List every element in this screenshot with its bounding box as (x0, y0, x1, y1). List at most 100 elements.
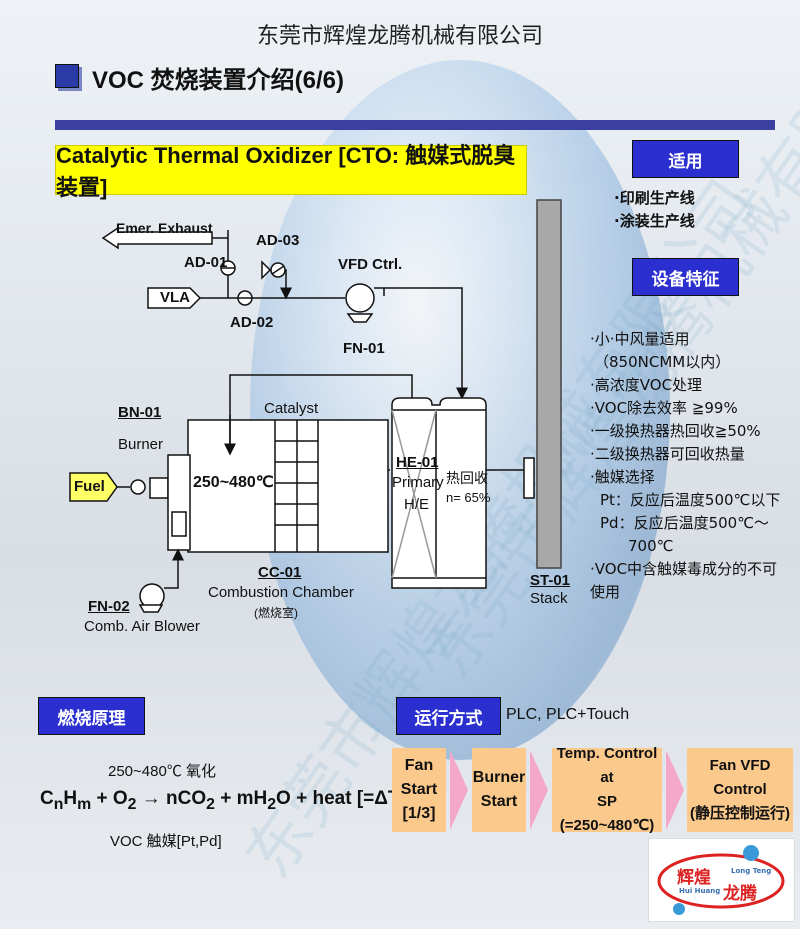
feature-item: ·VOC除去效率 ≧99% (590, 399, 738, 417)
stack-shape (536, 199, 562, 569)
step-line: Start (400, 781, 438, 798)
features-list: ·小·中风量适用 （850NCMM以内） ·高浓度VOC处理 ·VOC除去效率 … (590, 328, 780, 604)
principle-temp: 250~480℃ 氧化 (108, 763, 216, 780)
principle-catalyst: VOC 触媒[Pt,Pd] (110, 833, 222, 850)
operation-step-4: Fan VFD Control (静压控制运行) (687, 748, 793, 832)
burner-label: Burner (118, 436, 164, 453)
stack-label: Stack (530, 590, 568, 607)
vfd-label: VFD Ctrl. (338, 256, 403, 273)
applicable-label-text: 适用 (668, 151, 703, 172)
features-label: 设备特征 (632, 258, 739, 296)
bn01-label: BN-01 (118, 404, 162, 421)
features-label-text: 设备特征 (651, 269, 720, 290)
emer-exhaust-arrow-icon (101, 226, 213, 250)
logo-en2: Hui Huang (679, 887, 721, 895)
step-line: Burner (472, 769, 526, 786)
vla-label: VLA (160, 289, 190, 306)
fuel-arrow-icon (69, 472, 118, 502)
combustion-chamber-shape (187, 419, 389, 553)
step-line: SP (=250~480℃) (559, 793, 655, 834)
company-name: 东莞市辉煌龙腾机械有限公司 (256, 24, 543, 49)
logo-graphic (657, 845, 785, 915)
company-logo: 辉煌 龙腾 Long Teng Hui Huang (648, 838, 795, 922)
cto-title-box: Catalytic Thermal Oxidizer [CTO: 触媒式脱臭装置… (55, 143, 527, 200)
feature-item: ·一级换热器热回收≧50% (590, 422, 761, 440)
eq-part: 2 (267, 795, 277, 813)
operation-step-3: Temp. Control at SP (=250~480℃) (552, 745, 662, 834)
eq-part: 2 (206, 795, 215, 813)
cto-title: Catalytic Thermal Oxidizer [CTO: 触媒式脱臭装置… (56, 143, 516, 200)
principle-label: 燃烧原理 (38, 697, 145, 735)
operation-plc: PLC, PLC+Touch (506, 706, 630, 723)
eq-part: O + heat [=ΔT] (276, 788, 406, 809)
chamber-temp-label: 250~480℃ (193, 474, 274, 491)
step-line: Start (480, 793, 518, 810)
efficiency-label: n= 65% (446, 490, 491, 505)
title-bullet-icon (55, 64, 79, 88)
reaction-equation: CnHm + O2 → nCO2 + mH2O + heat [=ΔT] (40, 788, 406, 814)
eq-part: + mH (214, 788, 268, 809)
applicable-label: 适用 (632, 140, 739, 178)
operation-label-text: 运行方式 (414, 708, 483, 729)
emer-exhaust-label: Emer. Exhaust (116, 220, 213, 236)
catalyst-label: Catalyst (264, 400, 319, 417)
step-arrow-icon (530, 750, 548, 830)
step-line: Fan (404, 757, 434, 774)
step-line: [1/3] (402, 805, 436, 822)
eq-part: m (77, 795, 92, 813)
feature-item: Pt：反应后温度500℃以下 (600, 491, 781, 509)
step-line: Fan VFD Control (709, 757, 771, 798)
page-title: VOC 焚烧装置介绍(6/6) (92, 67, 345, 94)
feature-item: ·小·中风量适用 (590, 330, 690, 348)
he-label: H/E (404, 496, 430, 513)
step-line: Temp. Control at (556, 745, 658, 786)
applicable-item: ·涂装生产线 (614, 212, 695, 230)
vla-arrow-icon (147, 287, 202, 309)
feature-item: ·触媒选择 (590, 468, 655, 486)
catalyst-grid (274, 420, 319, 552)
st01-label: ST-01 (530, 572, 571, 589)
feature-item: ·二级换热器可回收热量 (590, 445, 745, 463)
step-arrow-icon (450, 750, 468, 830)
operation-label: 运行方式 (396, 697, 501, 735)
feature-item: （850NCMM以内） (594, 353, 731, 371)
applicable-item: ·印刷生产线 (614, 189, 695, 207)
logo-cn2: 龙腾 (723, 884, 757, 904)
heat-exchanger-shape (391, 397, 487, 589)
logo-en1: Long Teng (731, 867, 772, 875)
logo-cn1: 辉煌 (677, 868, 711, 888)
feature-item: Pd：反应后温度500℃～ (600, 514, 770, 532)
combustion-chamber-label: Combustion Chamber (208, 584, 354, 601)
cc01-label: CC-01 (258, 564, 302, 581)
feature-item: ·高浓度VOC处理 (590, 376, 703, 394)
burner-valve-icon (130, 479, 146, 495)
he01-label: HE-01 (396, 454, 439, 471)
combustion-chamber-cn-label: (燃烧室) (254, 606, 298, 620)
principle-label-text: 燃烧原理 (57, 708, 126, 729)
feature-item: ·VOC中含触媒毒成分的不可 (590, 560, 778, 578)
heat-recovery-label: 热回收 (446, 470, 488, 486)
eq-part: 2 (127, 795, 137, 813)
feature-item: 使用 (590, 583, 621, 601)
ad03-label: AD-03 (256, 232, 300, 249)
ad02-label: AD-02 (230, 314, 274, 331)
feature-item: 700℃ (628, 537, 674, 555)
fan-icon (345, 283, 375, 313)
title-divider (55, 120, 775, 130)
fn01-label: FN-01 (343, 340, 385, 357)
eq-part: → nCO (136, 788, 207, 809)
blower-label: Comb. Air Blower (84, 618, 200, 635)
step-line: (静压控制运行) (690, 805, 790, 822)
fuel-label: Fuel (74, 478, 105, 495)
eq-part: n (53, 795, 64, 813)
fn02-label: FN-02 (88, 598, 130, 615)
eq-part: + O (91, 788, 128, 809)
he-primary-label: Primary (392, 474, 444, 491)
step-arrow-icon (666, 750, 684, 830)
eq-part: C (40, 788, 54, 809)
applicable-list: ·印刷生产线 ·涂装生产线 (614, 187, 695, 233)
ad01-label: AD-01 (184, 254, 228, 271)
